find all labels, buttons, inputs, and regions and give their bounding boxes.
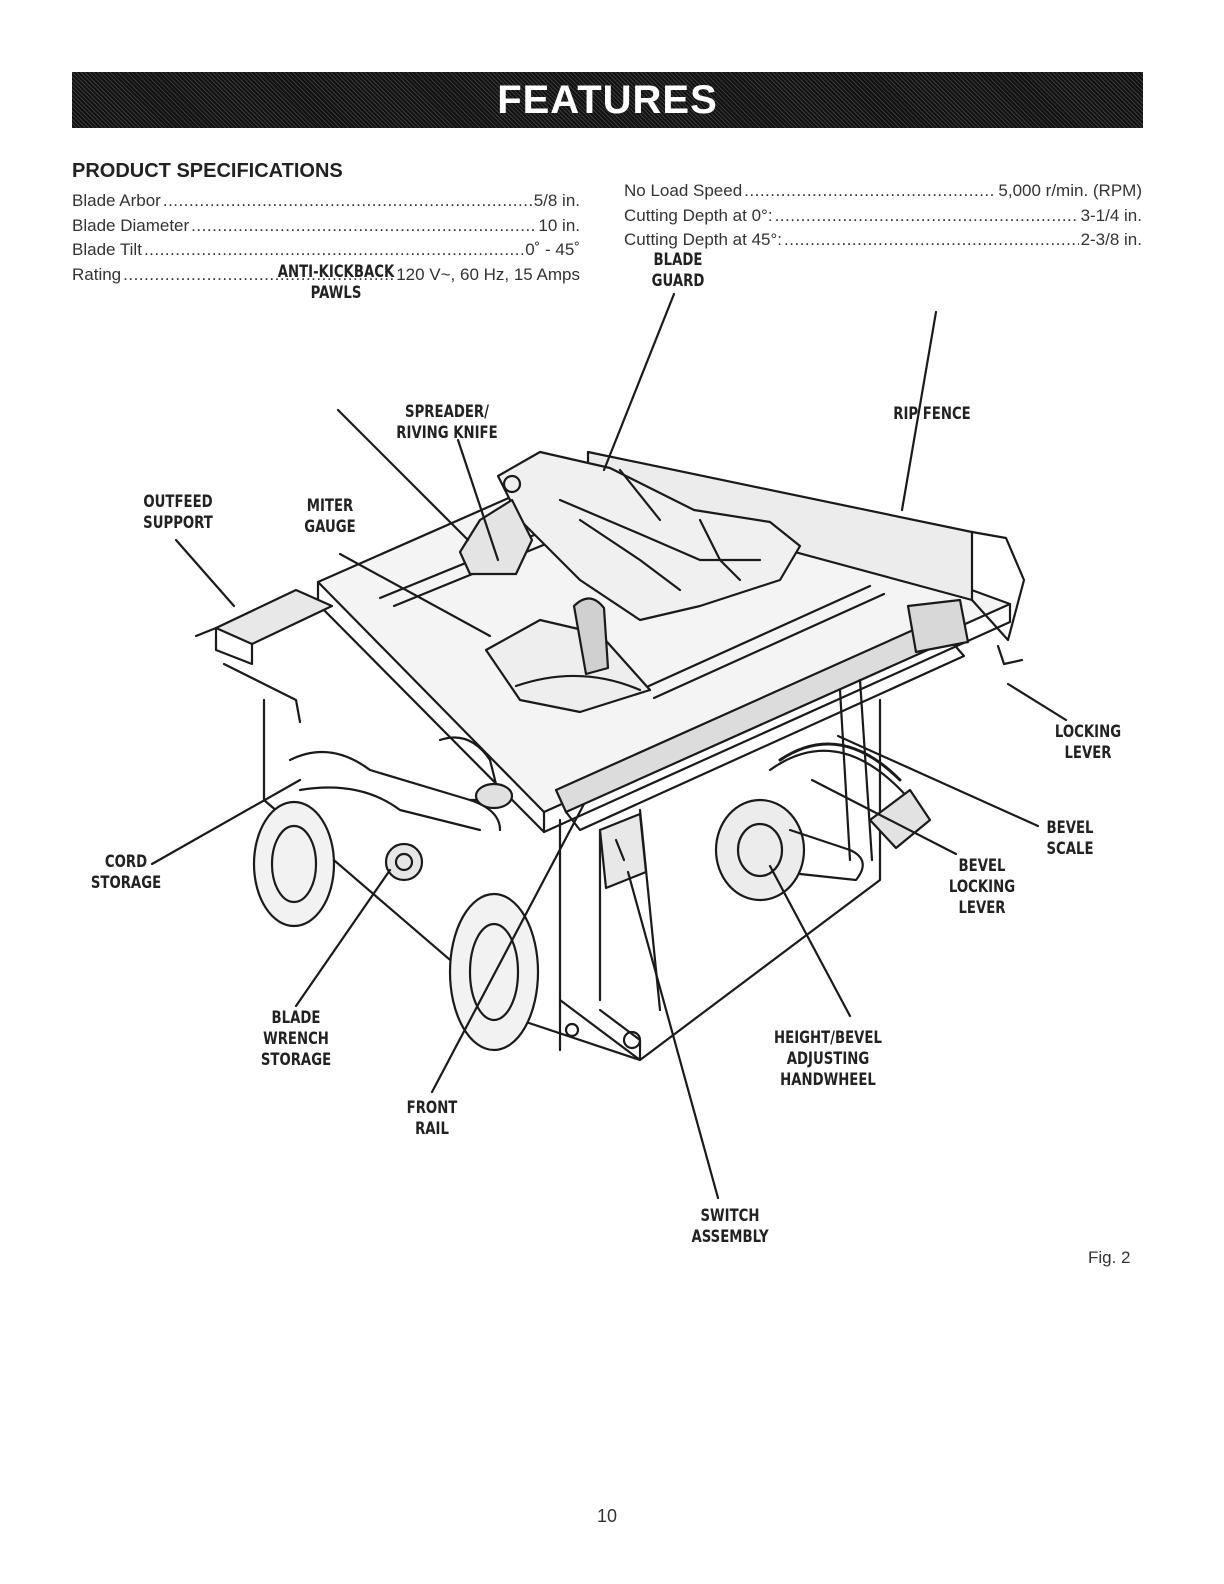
callout-miter-gauge: MITER GAUGE — [304, 496, 356, 537]
callout-bevel-locking-lever: BEVEL LOCKING LEVER — [948, 856, 1016, 918]
spec-value: 120 V~, 60 Hz, 15 Amps — [396, 264, 580, 284]
spec-value: 3-1/4 in. — [1080, 205, 1142, 225]
spec-row: Blade Diameter .........................… — [72, 216, 580, 241]
callout-bevel-scale: BEVEL SCALE — [1046, 818, 1094, 859]
callout-cord-storage: CORD STORAGE — [90, 852, 162, 893]
leader-dots: ........................................… — [774, 205, 1079, 225]
callout-height-bevel-adjusting-handwheel: HEIGHT/BEVEL ADJUSTING HANDWHEEL — [774, 1028, 882, 1090]
spec-row: No Load Speed ..........................… — [624, 181, 1142, 206]
callout-switch-assembly: SWITCH ASSEMBLY — [691, 1206, 769, 1247]
spec-label: Cutting Depth at 0°: — [624, 205, 773, 225]
spec-row: Blade Tilt .............................… — [72, 240, 580, 265]
spec-label: Cutting Depth at 45°: — [624, 230, 783, 249]
leader-dots: ........................................… — [744, 181, 996, 200]
specifications-heading: PRODUCT SPECIFICATIONS — [72, 160, 343, 182]
spec-row: Blade Arbor ............................… — [72, 191, 580, 216]
leader-dots: ........................................… — [784, 230, 1079, 249]
spec-label: Blade Arbor — [72, 191, 161, 210]
spec-row: Rating .................................… — [72, 265, 580, 290]
spec-row: Cutting Depth at 0°: ...................… — [624, 206, 1142, 231]
leader-dots: ........................................… — [143, 240, 523, 259]
callout-locking-lever: LOCKING LEVER — [1054, 722, 1122, 763]
spec-value: 2-3/8 in. — [1080, 230, 1142, 249]
page-title: FEATURES — [497, 77, 718, 122]
specifications-left-column: Blade Arbor ............................… — [72, 191, 580, 289]
spec-label: Blade Tilt — [72, 240, 142, 259]
callout-blade-guard: BLADE GUARD — [651, 250, 705, 291]
spec-label: Rating — [72, 264, 122, 284]
callout-front-rail: FRONT RAIL — [406, 1098, 458, 1139]
callout-spreader-riving-knife: SPREADER/ RIVING KNIFE — [396, 402, 498, 443]
spec-value: 0˚ - 45˚ — [525, 240, 580, 259]
callout-anti-kickback-pawls: ANTI-KICKBACK PAWLS — [277, 262, 395, 303]
features-banner: FEATURES — [72, 72, 1143, 128]
callout-rip-fence: RIP FENCE — [893, 404, 971, 424]
spec-label: Blade Diameter — [72, 215, 190, 235]
spec-row: Cutting Depth at 45°: ..................… — [624, 230, 1142, 255]
specifications-right-column: No Load Speed ..........................… — [624, 181, 1142, 255]
leader-dots: ........................................… — [123, 264, 395, 284]
leader-dots: ........................................… — [162, 191, 532, 210]
leader-dots: ........................................… — [191, 215, 537, 235]
spec-label: No Load Speed — [624, 181, 743, 200]
callout-outfeed-support: OUTFEED SUPPORT — [143, 492, 213, 533]
figure-label: Fig. 2 — [1088, 1248, 1131, 1267]
page-number: 10 — [597, 1506, 618, 1526]
spec-value: 10 in. — [538, 215, 580, 235]
spec-value: 5,000 r/min. (RPM) — [998, 181, 1142, 200]
callout-blade-wrench-storage: BLADE WRENCH STORAGE — [260, 1008, 332, 1070]
spec-value: 5/8 in. — [533, 191, 580, 210]
